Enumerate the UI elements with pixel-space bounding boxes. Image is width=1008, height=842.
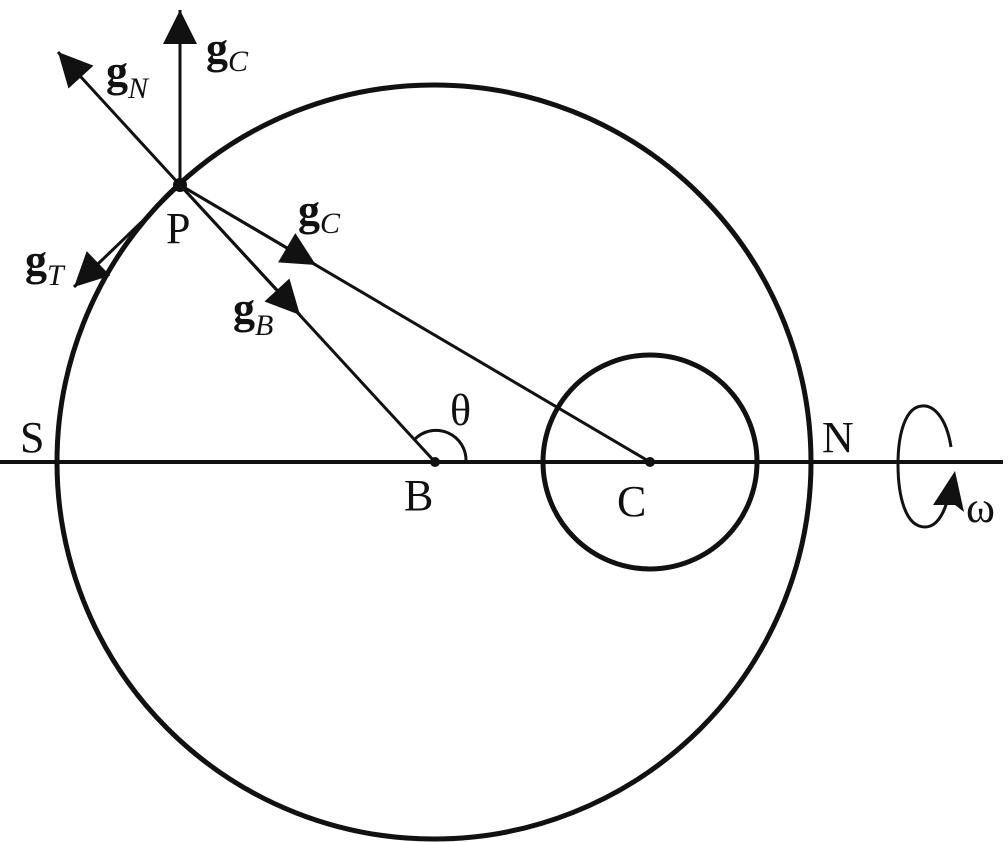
label-c: C <box>617 477 646 526</box>
label-gc-center: gC <box>298 186 341 240</box>
label-gn: gN <box>106 47 150 105</box>
rotation-arrowhead-icon <box>933 471 964 512</box>
arrow-gt <box>72 183 182 289</box>
label-omega: ω <box>966 483 995 532</box>
point-p <box>173 178 187 192</box>
theta-arc <box>412 428 468 463</box>
point-c <box>645 457 655 467</box>
rotation-arrow <box>896 404 954 529</box>
point-b <box>430 457 440 467</box>
label-n: N <box>822 413 854 462</box>
label-s: S <box>20 413 44 462</box>
large-circle <box>54 82 814 842</box>
label-gb: gB <box>233 284 273 342</box>
arrow-gn <box>56 50 182 187</box>
label-p: P <box>166 204 190 253</box>
arrow-gc-center <box>179 183 317 267</box>
label-gt: gT <box>25 236 66 292</box>
label-b: B <box>404 471 433 520</box>
arrow-gb <box>178 183 302 317</box>
small-circle <box>540 352 760 572</box>
label-gc-up: gC <box>206 24 249 78</box>
label-theta: θ <box>450 386 471 435</box>
